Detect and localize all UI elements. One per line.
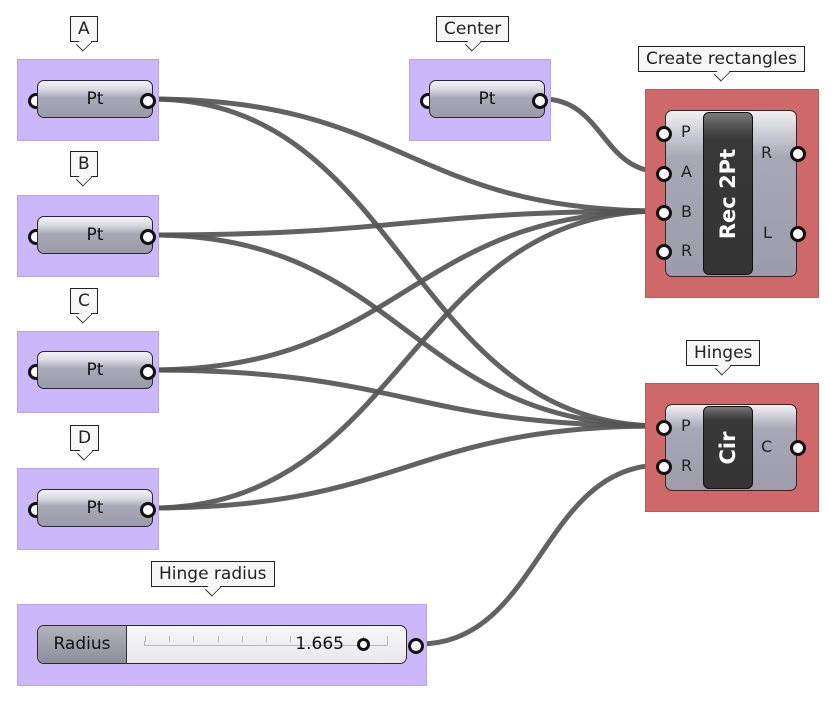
output-port-b[interactable] [140, 229, 156, 245]
cir-output-port-c[interactable] [790, 440, 806, 456]
cir-input-port-p[interactable] [656, 420, 672, 436]
point-param-center[interactable]: Pt [429, 80, 545, 118]
rect-input-port-p[interactable] [656, 126, 672, 142]
wire-d-to-cir-p[interactable] [150, 423, 663, 511]
wire-a-to-cir-p[interactable] [150, 96, 663, 429]
wire-b-to-cir-p[interactable] [150, 232, 663, 429]
circle-nickname: Cir [716, 431, 740, 464]
output-port-center[interactable] [532, 93, 548, 109]
wire-c-to-cir-p[interactable] [150, 367, 663, 429]
rect-input-port-b[interactable] [656, 205, 672, 221]
wire-c-to-rect-b[interactable] [150, 208, 663, 373]
rect-input-port-r[interactable] [656, 244, 672, 260]
point-param-a[interactable]: Pt [37, 80, 153, 118]
cir-input-port-r[interactable] [656, 459, 672, 475]
output-port-slider[interactable] [408, 638, 424, 654]
slider-tick [145, 636, 146, 642]
point-param-d[interactable]: Pt [37, 489, 153, 527]
slider-tick [217, 636, 219, 642]
wire-b-to-rect-b[interactable] [150, 208, 663, 238]
cir-input-label-r: R [681, 456, 693, 475]
group-label-create-rectangles: Create rectangles [638, 46, 805, 72]
group-label-b: B [70, 151, 98, 177]
rect-output-port-r[interactable] [790, 146, 806, 162]
slider-grip[interactable] [357, 638, 370, 651]
rect-output-port-l[interactable] [790, 226, 806, 242]
rect-input-label-r: R [681, 241, 693, 260]
slider-value[interactable]: 1.665 [295, 634, 344, 654]
slider-name: Radius [38, 626, 127, 663]
slider-tick [290, 636, 292, 642]
slider-tick [387, 636, 388, 642]
rect-output-label-r: R [761, 143, 773, 162]
slider-tick [193, 636, 195, 642]
wire-d-to-rect-b[interactable] [150, 208, 663, 511]
rect-output-label-l: L [763, 223, 772, 242]
group-label-center: Center [436, 16, 510, 42]
group-label-a: A [70, 16, 98, 42]
output-port-a[interactable] [140, 93, 156, 109]
slider-tick [241, 636, 243, 642]
output-port-d[interactable] [140, 502, 156, 518]
point-param-b[interactable]: Pt [37, 216, 153, 254]
cir-output-label-c: C [761, 437, 773, 456]
rect-input-port-a[interactable] [656, 166, 672, 182]
group-label-c: C [70, 288, 98, 314]
rect-input-label-a: A [681, 162, 692, 181]
rectangle-component-core[interactable]: Rec 2Pt [703, 112, 753, 275]
output-port-c[interactable] [140, 364, 156, 380]
rect-input-label-b: B [681, 202, 692, 221]
wire-a-to-rect-b[interactable] [150, 96, 663, 214]
rectangle-nickname: Rec 2Pt [716, 148, 740, 239]
group-label-hinge-radius: Hinge radius [151, 561, 275, 587]
circle-component-core[interactable]: Cir [703, 406, 753, 489]
group-label-hinges: Hinges [686, 340, 761, 366]
slider-tick [338, 636, 340, 642]
rect-input-label-p: P [681, 122, 691, 141]
radius-slider[interactable]: Radius 1.665 [37, 625, 407, 664]
wire-center-to-rect-a[interactable] [542, 96, 663, 175]
cir-input-label-p: P [681, 416, 691, 435]
group-label-d: D [70, 425, 100, 451]
slider-tick [314, 636, 316, 642]
slider-tick [266, 636, 267, 642]
point-param-c[interactable]: Pt [37, 351, 153, 389]
wire-slider-to-cir-r[interactable] [418, 462, 663, 647]
slider-track[interactable] [144, 636, 388, 646]
slider-tick [169, 636, 171, 642]
